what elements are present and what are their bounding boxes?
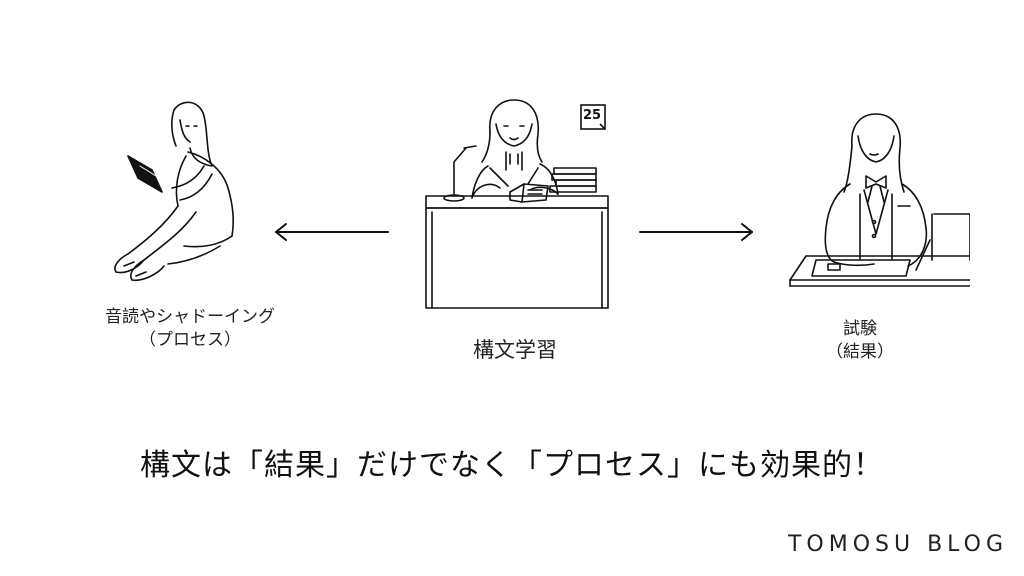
headline: 構文は「結果」だけでなく「プロセス」にも効果的！: [140, 448, 884, 483]
caption-process: 音読やシャドーイング （プロセス）: [40, 306, 340, 352]
exam-taker-illustration: [786, 110, 970, 292]
arrow-left: [272, 222, 390, 246]
caption-process-line2: （プロセス）: [139, 329, 241, 350]
caption-result-line2: （結果）: [826, 341, 894, 362]
brand-logo: TOMOSU BLOG: [787, 532, 1008, 557]
calendar-icon: [580, 104, 606, 130]
woman-reading-icon: [114, 101, 234, 282]
student-desk-icon: [425, 99, 609, 309]
calendar-badge: 25: [580, 104, 606, 130]
caption-syntax-study: 構文学習: [473, 338, 557, 362]
student-desk-illustration: [420, 96, 620, 316]
caption-result: 試験 （結果）: [770, 318, 950, 364]
calendar-day: 25: [583, 108, 602, 123]
woman-reading-illustration: [100, 96, 250, 286]
caption-process-line1: 音読やシャドーイング: [105, 307, 275, 327]
arrow-right-icon: [639, 223, 753, 241]
caption-result-line1: 試験: [843, 319, 877, 339]
arrow-left-icon: [275, 223, 389, 241]
arrow-right: [638, 222, 756, 246]
exam-taker-icon: [789, 113, 970, 287]
